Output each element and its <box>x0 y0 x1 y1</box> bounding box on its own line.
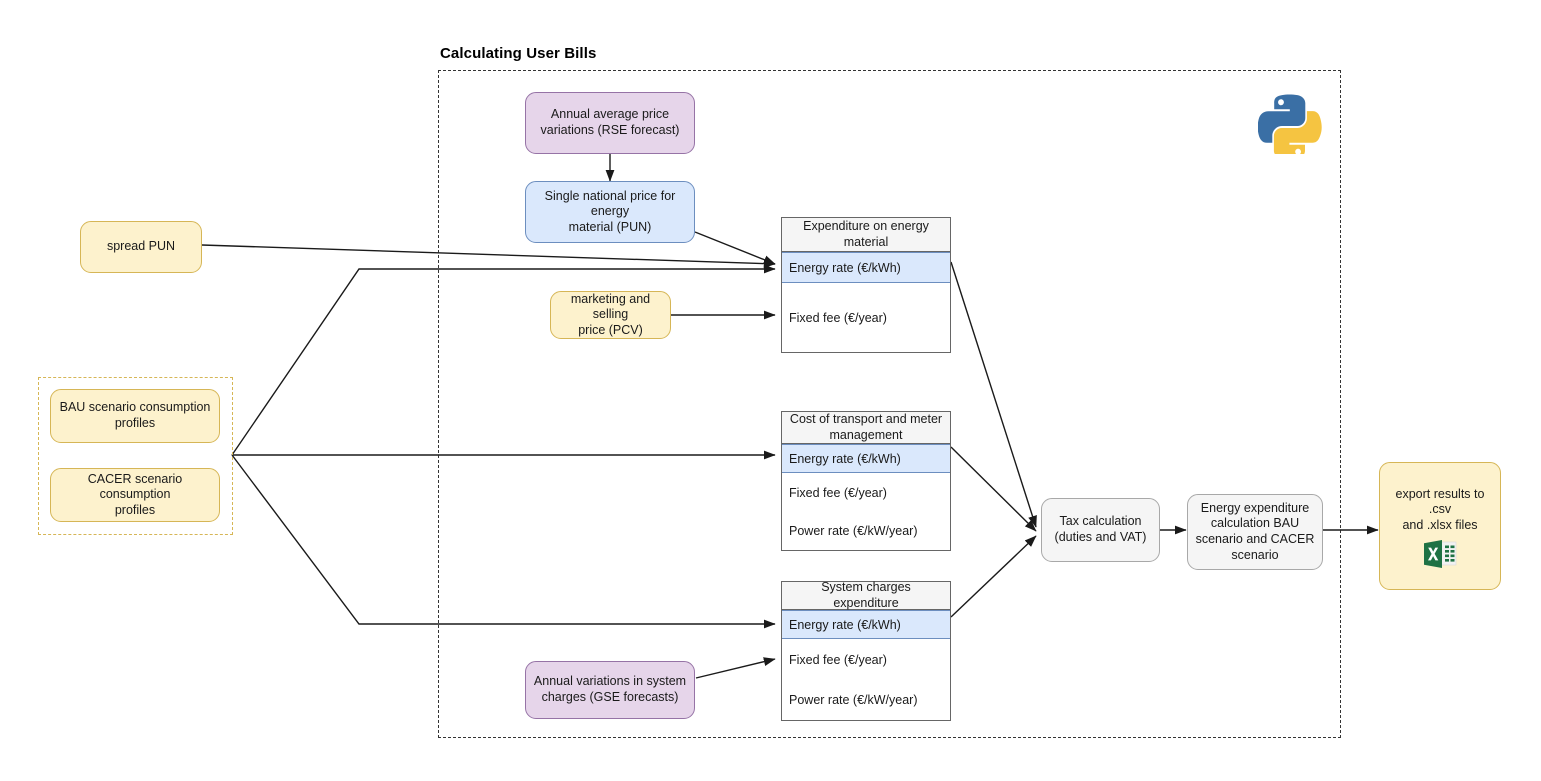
node-tax-calculation[interactable]: Tax calculation (duties and VAT) <box>1041 498 1160 562</box>
table-header: System charges expenditure <box>782 580 950 610</box>
node-gse-forecast-label: Annual variations in system charges (GSE… <box>533 674 687 704</box>
table-system-charges-expenditure[interactable]: System charges expenditure Energy rate (… <box>781 580 951 721</box>
python-logo-icon <box>1257 90 1322 160</box>
node-pcv[interactable]: marketing and selling price (PCV) <box>550 291 671 339</box>
node-energy-expenditure-calculation-label: Energy expenditure calculation BAU scena… <box>1195 500 1315 562</box>
node-gse-forecast[interactable]: Annual variations in system charges (GSE… <box>525 661 695 719</box>
excel-file-icon <box>1423 539 1457 569</box>
node-bau-profiles-label: BAU scenario consumption profiles <box>59 400 211 430</box>
table-row[interactable]: Power rate (€/kW/year) <box>782 512 950 550</box>
table-row[interactable]: Fixed fee (€/year) <box>782 283 950 352</box>
table-row[interactable]: Energy rate (€/kWh) <box>782 610 950 639</box>
node-export-results[interactable]: export results to .csv and .xlsx files <box>1379 462 1501 590</box>
node-rse-forecast-label: Annual average price variations (RSE for… <box>540 107 680 137</box>
page-title: Calculating User Bills <box>440 45 597 62</box>
node-tax-calculation-label: Tax calculation (duties and VAT) <box>1054 514 1147 544</box>
table-row[interactable]: Fixed fee (€/year) <box>782 473 950 512</box>
table-row[interactable]: Energy rate (€/kWh) <box>782 252 950 283</box>
node-energy-expenditure-calculation[interactable]: Energy expenditure calculation BAU scena… <box>1187 494 1323 570</box>
table-cost-transport-meter[interactable]: Cost of transport and meter management E… <box>781 411 951 551</box>
node-spread-pun-label: spread PUN <box>106 239 176 254</box>
node-rse-forecast[interactable]: Annual average price variations (RSE for… <box>525 92 695 154</box>
node-bau-profiles[interactable]: BAU scenario consumption profiles <box>50 389 220 443</box>
node-pcv-label: marketing and selling price (PCV) <box>570 291 651 337</box>
node-cacer-profiles-label: CACER scenario consumption profiles <box>87 471 183 517</box>
table-header: Expenditure on energy material <box>782 218 950 252</box>
node-pun-label: Single national price for energy materia… <box>544 188 676 234</box>
table-row[interactable]: Power rate (€/kW/year) <box>782 680 950 720</box>
node-pun[interactable]: Single national price for energy materia… <box>525 181 695 243</box>
node-spread-pun[interactable]: spread PUN <box>80 221 202 273</box>
node-cacer-profiles[interactable]: CACER scenario consumption profiles <box>50 468 220 522</box>
table-expenditure-energy-material[interactable]: Expenditure on energy material Energy ra… <box>781 217 951 353</box>
node-export-results-label: export results to .csv and .xlsx files <box>1395 486 1485 532</box>
table-header: Cost of transport and meter management <box>782 412 950 444</box>
table-row[interactable]: Energy rate (€/kWh) <box>782 444 950 473</box>
table-row[interactable]: Fixed fee (€/year) <box>782 639 950 680</box>
